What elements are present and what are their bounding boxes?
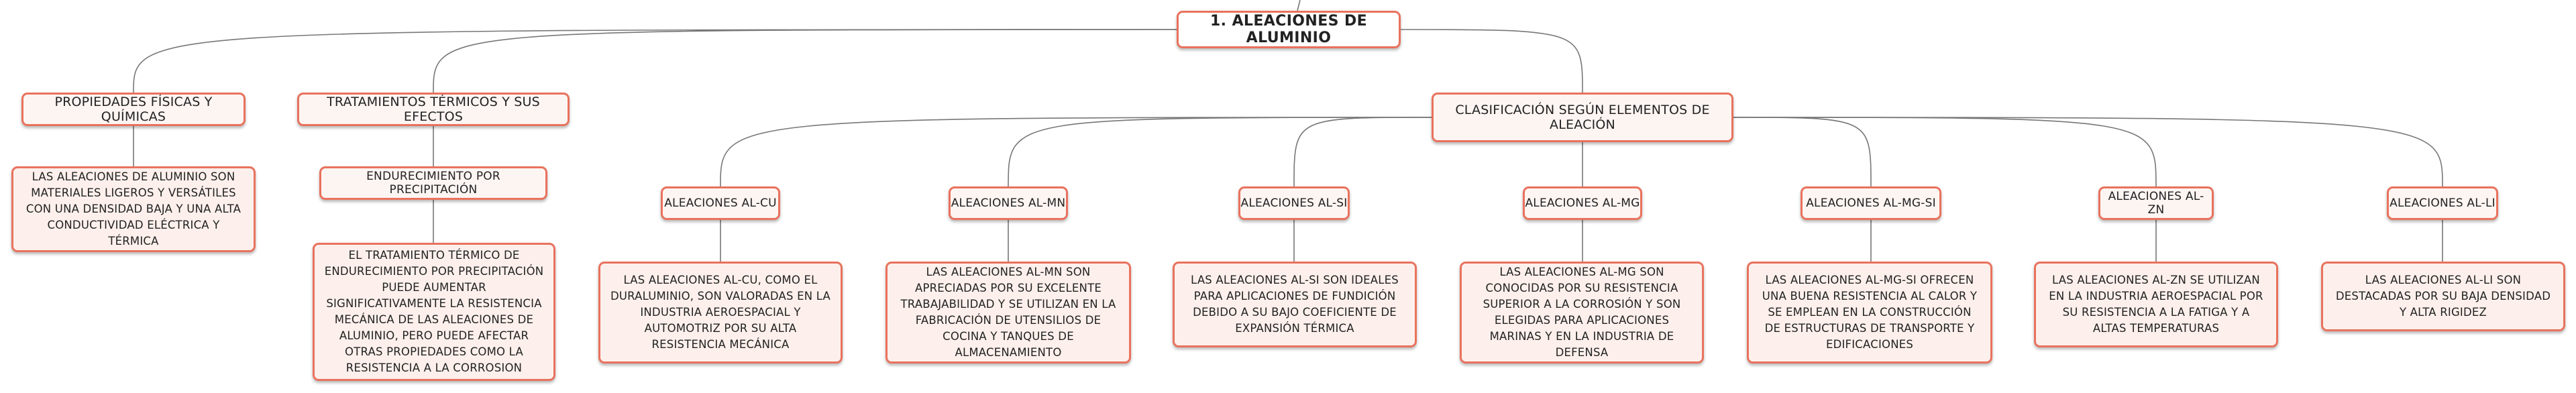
root-topic[interactable]: 1. ALEACIONES DE ALUMINIO [1177,11,1401,48]
topic-al-mn[interactable]: ALEACIONES AL-MN [949,186,1068,220]
topic-al-mg[interactable]: ALEACIONES AL-MG [1523,186,1642,220]
note-al-zn[interactable]: LAS ALEACIONES AL-ZN SE UTILIZAN EN LA I… [2034,262,2278,347]
topic-al-si[interactable]: ALEACIONES AL-SI [1238,186,1350,220]
note-propiedades[interactable]: LAS ALEACIONES DE ALUMINIO SON MATERIALE… [11,166,256,252]
link-al-zn [1733,117,2157,187]
topic-al-cu[interactable]: ALEACIONES AL-CU [661,186,780,220]
note-al-li[interactable]: LAS ALEACIONES AL-LI SON DESTACADAS POR … [2321,262,2565,331]
link-al-cu [720,117,1432,187]
topic-al-zn[interactable]: ALEACIONES AL-ZN [2098,186,2214,220]
note-al-mg[interactable]: LAS ALEACIONES AL-MG SON CONOCIDAS POR S… [1460,262,1704,363]
topic-endurecimiento[interactable]: ENDURECIMIENTO POR PRECIPITACIÓN [319,166,547,200]
note-al-mg-si[interactable]: LAS ALEACIONES AL-MG-SI OFRECEN UNA BUEN… [1747,262,1992,363]
note-al-si[interactable]: LAS ALEACIONES AL-SI SON IDEALES PARA AP… [1173,262,1417,347]
link-propiedades [133,29,1177,93]
topic-propiedades[interactable]: PROPIEDADES FÍSICAS Y QUÍMICAS [21,93,246,126]
link-tratamientos [433,29,1177,93]
note-endurecimiento[interactable]: EL TRATAMIENTO TÉRMICO DE ENDURECIMIENTO… [313,243,555,381]
topic-clasificacion[interactable]: CLASIFICACIÓN SEGÚN ELEMENTOS DE ALEACIÓ… [1432,93,1733,142]
link-al-si [1293,117,1432,187]
link-al-mn [1008,117,1432,187]
topic-al-mg-si[interactable]: ALEACIONES AL-MG-SI [1801,186,1941,220]
note-al-cu[interactable]: LAS ALEACIONES AL-CU, COMO EL DURALUMINI… [598,262,843,363]
link-al-li [1733,117,2443,187]
link-clasificacion [1400,29,1583,93]
link-al-mg-si [1733,117,1872,187]
root-stub-line [1297,0,1301,11]
topic-tratamientos[interactable]: TRATAMIENTOS TÉRMICOS Y SUS EFECTOS [297,93,570,126]
note-al-mn[interactable]: LAS ALEACIONES AL-MN SON APRECIADAS POR … [885,262,1131,363]
topic-al-li[interactable]: ALEACIONES AL-LI [2387,186,2498,220]
